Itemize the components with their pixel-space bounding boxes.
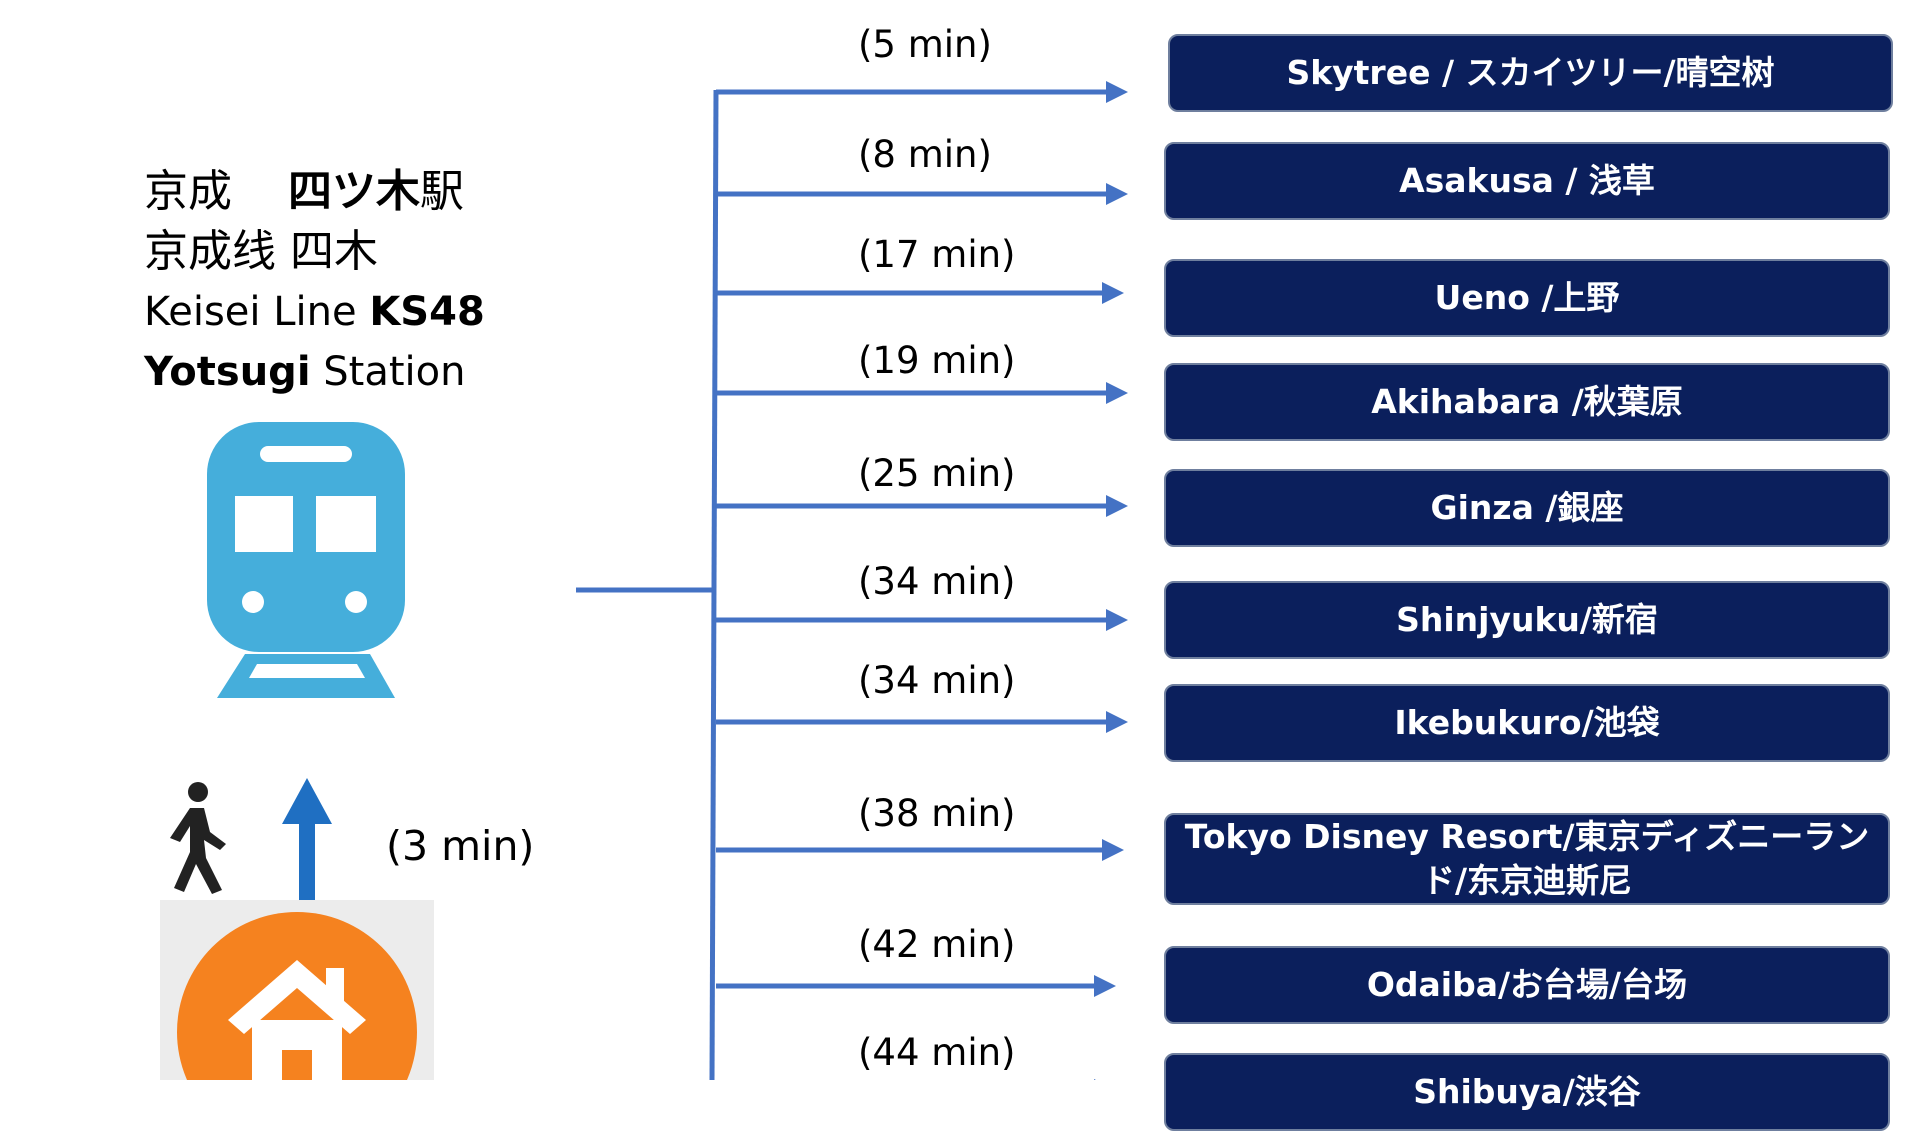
- destination-box: Tokyo Disney Resort/東京ディズニーランド/东京迪斯尼: [1164, 813, 1890, 905]
- destination-box: Ginza /銀座: [1164, 469, 1890, 547]
- station-suffix: 駅: [419, 166, 464, 217]
- arrow-head-icon: [1102, 839, 1124, 861]
- destination-box: Odaiba/お台場/台场: [1164, 946, 1890, 1024]
- destination-box: Akihabara /秋葉原: [1164, 363, 1890, 441]
- destination-name: Skytree / スカイツリー/晴空树: [1286, 53, 1775, 92]
- travel-time-label: (42 min): [858, 923, 1016, 966]
- station-name-bold: Yotsugi: [144, 349, 311, 395]
- travel-time-label: (44 min): [858, 1031, 1016, 1074]
- destination-name: Tokyo Disney Resort/東京ディズニーランド/东京迪斯尼: [1184, 817, 1870, 900]
- destination-box: Shinjyuku/新宿: [1164, 581, 1890, 659]
- travel-time-label: (38 min): [858, 792, 1016, 835]
- connector-trunk: [709, 89, 719, 1080]
- destination-box: Ikebukuro/池袋: [1164, 684, 1890, 762]
- destination-name: Odaiba/お台場/台场: [1366, 965, 1688, 1004]
- travel-time-label: (19 min): [858, 339, 1016, 382]
- destination-name: Asakusa / 浅草: [1399, 161, 1655, 200]
- destination-box: Ueno /上野: [1164, 259, 1890, 337]
- arrow-head-icon: [1106, 81, 1128, 103]
- travel-time-label: (34 min): [858, 659, 1016, 702]
- destination-name: Ginza /銀座: [1430, 488, 1624, 527]
- walk-time-label: (3 min): [386, 822, 535, 870]
- up-arrow-icon: [282, 778, 332, 900]
- arrow-head-icon: [1106, 495, 1128, 517]
- station-name-japanese: 四ツ木: [287, 166, 420, 217]
- destination-name: Akihabara /秋葉原: [1371, 382, 1683, 421]
- train-icon: [207, 422, 405, 698]
- travel-time-label: (34 min): [858, 560, 1016, 603]
- travel-time-label: (8 min): [858, 133, 992, 176]
- destination-name: Ueno /上野: [1434, 278, 1620, 317]
- arrow-head-icon: [1106, 711, 1128, 733]
- travel-time-label: (5 min): [858, 23, 992, 66]
- walking-person-icon: [170, 782, 226, 894]
- travel-time-label: (25 min): [858, 452, 1016, 495]
- travel-time-label: (17 min): [858, 233, 1016, 276]
- destination-name: Shinjyuku/新宿: [1396, 600, 1658, 639]
- station-code: KS48: [369, 289, 485, 335]
- arrow-head-icon: [1106, 609, 1128, 631]
- station-line-chinese: 京成线 四木: [144, 226, 378, 277]
- line-company: 京成: [144, 166, 232, 217]
- arrow-head-icon: [1106, 183, 1128, 205]
- arrow-head-icon: [1106, 382, 1128, 404]
- destination-box: Skytree / スカイツリー/晴空树: [1168, 34, 1893, 112]
- line-name-english: Keisei Line: [144, 289, 370, 335]
- destination-name: Ikebukuro/池袋: [1394, 703, 1660, 742]
- arrow-head-icon: [1094, 975, 1116, 997]
- station-info: 京成 四ツ木駅 京成线 四木 Keisei Line KS48 Yotsugi …: [144, 162, 485, 402]
- connector-lines: [576, 81, 1128, 1080]
- destination-box: Shibuya/渋谷: [1164, 1053, 1890, 1131]
- station-line-japanese: 京成 四ツ木駅: [144, 162, 485, 222]
- arrow-head-icon: [1102, 282, 1124, 304]
- station-line-english: Keisei Line KS48: [144, 282, 485, 342]
- station-name-english: Yotsugi Station: [144, 342, 485, 402]
- home-icon: [160, 900, 434, 1080]
- destination-name: Shibuya/渋谷: [1413, 1072, 1641, 1111]
- station-word: Station: [310, 349, 466, 395]
- destination-box: Asakusa / 浅草: [1164, 142, 1890, 220]
